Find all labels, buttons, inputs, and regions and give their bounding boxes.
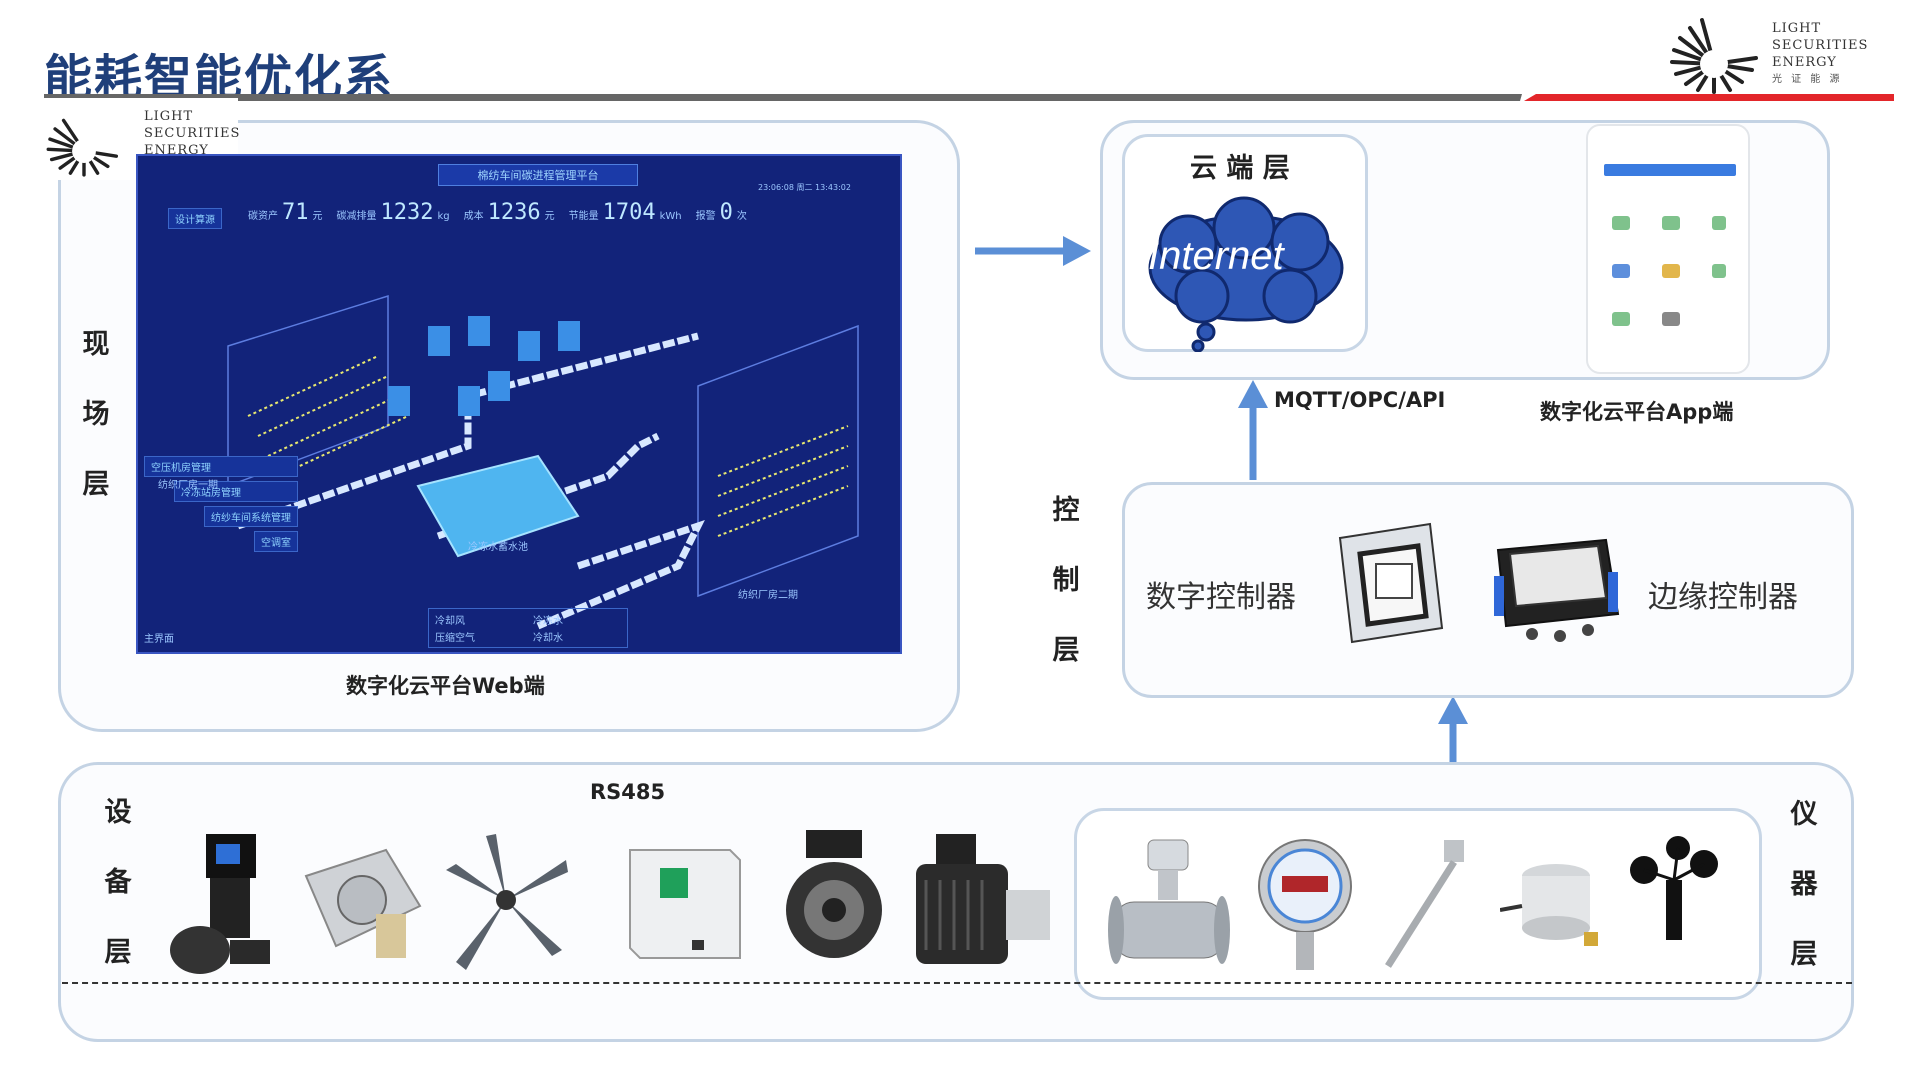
rs485-label: RS485 [590,780,666,804]
field-label-char: 现 [82,329,110,360]
field-label-char: 场 [82,399,110,430]
mobile-app-mockup [1586,124,1750,374]
side-menu-item: 空压机房管理 [144,456,298,477]
logo-mark-icon [46,118,119,177]
cloud-internet-text: Internet [1148,234,1284,278]
kpi-unit: 元 [544,211,555,222]
kpi-item: 成本 1236 元 [464,200,555,234]
protocol-label: MQTT/OPC/API [1274,388,1446,412]
rs485-bus-line [62,982,1852,984]
logo-line-4: 光 证 能 源 [1772,74,1843,85]
area-label: 主界面 [144,634,174,645]
edge-controller-label: 边缘控制器 [1648,580,1798,615]
dashboard-side-menu: 空压机房管理 冷冻站房管理 纺纱车间系统管理 空调室 [144,456,298,552]
kpi-label: 成本 [463,211,484,222]
kpi-unit: kWh [659,211,682,222]
kpi-label: 报警 [695,211,716,222]
kpi-unit: 次 [736,211,747,222]
logo-line-2: SECURITIES [1772,38,1869,53]
axial-fan-icon [446,834,568,970]
web-caption: 数字化云平台Web端 [346,674,545,698]
digital-controller-label: 数字控制器 [1146,580,1296,615]
logo-line-3: ENERGY [1772,55,1837,70]
arrow-up-icon [1238,380,1268,480]
cloud-icon [1148,196,1344,352]
flow-meter-icon [1108,839,1230,964]
kpi-value: 71 [282,200,309,225]
digital-controller-icon [1338,522,1444,644]
logo-text: LIGHT SECURITIES ENERGY 光 证 能 源 [1772,20,1868,88]
motor-icon [786,830,882,958]
control-label-char: 控 [1052,495,1080,526]
equipment-label-char: 层 [104,937,132,968]
dashboard-kpi-bar: 碳资产 71 元 碳减排量 1232 kg 成本 1236 元 节能量 1704… [248,200,898,234]
kpi-item: 报警 0 次 [696,200,747,234]
instrument-label-char: 层 [1790,939,1818,970]
legend-item: 冷却水 [533,633,563,644]
kpi-item: 碳资产 71 元 [248,200,323,234]
control-label-char: 层 [1052,635,1080,666]
fan-blower-icon [304,848,422,958]
area-label: 纺织厂房二期 [738,590,798,601]
control-label-char: 制 [1052,565,1080,596]
kpi-value: 1236 [487,200,541,225]
dashboard-timestamp: 23:06:08 周二 13:43:02 [758,183,851,192]
control-layer-label: 控 制 层 [1046,476,1086,686]
dashboard-title: 棉纺车间碳进程管理平台 [438,164,638,186]
kpi-value: 1704 [602,200,656,225]
side-menu-item: 空调室 [254,531,298,552]
kpi-unit: kg [437,211,450,222]
control-layer-panel [1122,482,1854,698]
logo-line-2: SECURITIES [144,126,241,141]
plant-3d-view [227,294,859,630]
logo-line-1: LIGHT [1772,21,1822,36]
kpi-label: 节能量 [568,211,599,222]
kpi-value: 0 [719,200,733,225]
edge-controller-icon [1494,538,1620,642]
arrow-up-icon [1438,696,1468,770]
anemometer-icon [1630,836,1718,940]
instrument-layer-label: 仪 器 层 [1784,780,1824,990]
dashboard-menu-top: 设计算源 [168,208,222,229]
legend-item: 冷冻水 [533,616,563,627]
side-menu-item: 冷冻站房管理 [174,481,298,502]
logo-line-1: LIGHT [144,109,194,124]
instrument-label-char: 仪 [1790,799,1818,830]
app-caption: 数字化云平台App端 [1540,400,1734,424]
app-icon-grid [1612,216,1726,326]
field-label-char: 层 [82,469,110,500]
geared-motor-icon [916,834,1050,964]
kpi-label: 碳资产 [248,211,278,222]
pump-icon [170,834,270,974]
dashboard-legend: 冷却风 冷冻水 压缩空气 冷却水 [428,608,628,648]
area-label: 冷冻水蓄水池 [468,542,528,553]
web-dashboard-screenshot: 棉纺车间碳进程管理平台 23:06:08 周二 13:43:02 设计算源 碳资… [136,154,902,654]
equipment-label-char: 设 [104,797,132,828]
field-layer-label: 现 场 层 [76,310,116,520]
equipment-label-char: 备 [104,867,132,898]
temperature-probe-icon [1385,840,1464,968]
header-rule [44,94,1522,101]
instrument-label-char: 器 [1790,869,1818,900]
pressure-gauge-icon [1258,839,1352,970]
area-label: 纺织厂房一期 [158,480,218,491]
kpi-unit: 元 [312,211,323,222]
header-rule-accent [1524,94,1894,101]
side-menu-item: 纺纱车间系统管理 [204,506,298,527]
logo-mark-icon [1664,4,1764,98]
level-sensor-icon [1500,864,1598,946]
legend-item: 冷却风 [435,616,465,627]
arrow-right-icon [975,236,1091,266]
cloud-layer-title: 云 端 层 [1190,153,1290,184]
equipment-layer-label: 设 备 层 [98,778,138,988]
kpi-value: 1232 [380,200,434,225]
kpi-label: 碳减排量 [336,211,377,222]
kpi-item: 碳减排量 1232 kg [337,200,450,234]
legend-item: 压缩空气 [435,633,475,644]
app-header-bar [1604,164,1736,176]
kpi-item: 节能量 1704 kWh [569,200,682,234]
inverter-cabinet-icon [629,849,741,959]
